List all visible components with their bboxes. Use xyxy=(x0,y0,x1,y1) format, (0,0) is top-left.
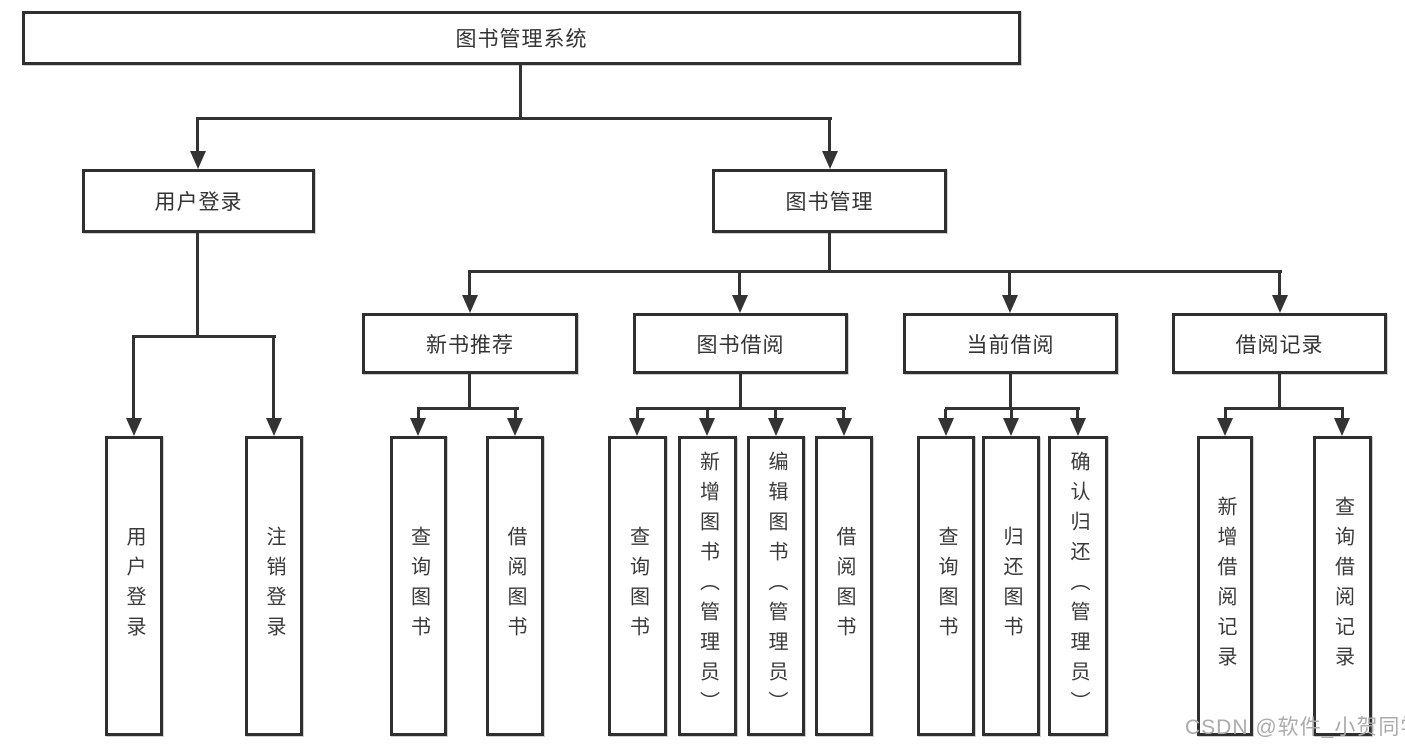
node-label: 查询借阅记录 xyxy=(1331,496,1354,676)
connector-level3-bar xyxy=(468,270,1282,273)
node-current-confirm-return-admin: 确认归还（管理员） xyxy=(1048,436,1108,736)
arrow-down-icon xyxy=(126,418,142,436)
node-user-login: 用户登录 xyxy=(82,169,315,233)
node-new-book-recommendation: 新书推荐 xyxy=(362,313,578,374)
arrow-down-icon xyxy=(1002,295,1018,313)
connector-stem xyxy=(468,272,471,296)
node-current-query-books: 查询图书 xyxy=(917,436,975,736)
node-borrow-edit-books-admin: 编辑图书（管理员） xyxy=(747,436,805,736)
csdn-watermark: CSDN @软件_小贺同学 xyxy=(1185,716,1405,739)
connector-stem xyxy=(774,409,777,419)
connector-stem xyxy=(1008,272,1011,296)
connector-trunk xyxy=(739,373,742,409)
arrow-down-icon xyxy=(1272,295,1288,313)
connector-stem xyxy=(1010,409,1013,419)
node-borrow-add-books-admin: 新增图书（管理员） xyxy=(678,436,737,736)
node-book-management: 图书管理 xyxy=(712,169,947,233)
arrow-down-icon xyxy=(629,418,645,436)
connector-stem xyxy=(636,409,639,419)
node-label: 用户登录 xyxy=(123,526,145,646)
arrow-down-icon xyxy=(836,418,852,436)
arrow-down-icon xyxy=(938,418,954,436)
node-current-return-books: 归还图书 xyxy=(982,436,1040,736)
connector-stem xyxy=(738,272,741,296)
node-label: 图书管理 xyxy=(785,191,874,214)
arrow-down-icon xyxy=(462,295,478,313)
connector-trunk xyxy=(468,373,471,409)
node-current-borrowing: 当前借阅 xyxy=(903,313,1118,374)
node-newbook-query-books: 查询图书 xyxy=(390,436,447,736)
node-label: 图书借阅 xyxy=(696,333,785,357)
arrow-down-icon xyxy=(1003,418,1019,436)
node-label: 编辑图书（管理员） xyxy=(765,451,787,721)
node-label: 新增借阅记录 xyxy=(1214,496,1236,676)
node-label: 新书推荐 xyxy=(426,333,514,357)
node-label: 查询图书 xyxy=(935,526,957,646)
node-label: 借阅图书 xyxy=(833,526,855,646)
node-label: 归还图书 xyxy=(1000,526,1022,646)
connector-stem xyxy=(1224,409,1227,419)
connector-stem xyxy=(514,409,517,419)
node-label: 确认归还（管理员） xyxy=(1067,451,1089,721)
node-label: 新增图书（管理员） xyxy=(696,451,719,721)
arrow-down-icon xyxy=(699,418,715,436)
node-book-borrowing: 图书借阅 xyxy=(633,313,848,374)
node-label: 用户登录 xyxy=(154,191,243,214)
node-borrow-borrow-books: 借阅图书 xyxy=(815,436,873,736)
node-label: 当前借阅 xyxy=(966,333,1055,357)
arrow-down-icon xyxy=(1217,418,1233,436)
node-logout-action: 注销登录 xyxy=(245,436,303,736)
connector-stem xyxy=(417,409,420,419)
node-user-login-action: 用户登录 xyxy=(105,436,163,736)
connector-bar xyxy=(945,407,1080,410)
connector-bookmgmt-trunk xyxy=(828,232,831,272)
arrow-down-icon xyxy=(822,151,838,169)
connector-stem xyxy=(1076,409,1079,419)
arrow-down-icon xyxy=(190,151,206,169)
connector-bar xyxy=(636,407,846,410)
node-label: 查询图书 xyxy=(626,526,649,646)
arrow-down-icon xyxy=(1334,418,1350,436)
node-records-add-record: 新增借阅记录 xyxy=(1197,436,1253,736)
connector-trunk xyxy=(1009,373,1012,409)
arrow-down-icon xyxy=(768,418,784,436)
node-records-query-record: 查询借阅记录 xyxy=(1313,436,1372,736)
connector-root-trunk xyxy=(519,64,522,118)
connector-stem xyxy=(132,337,135,419)
connector-stem xyxy=(944,409,947,419)
node-borrowing-records: 借阅记录 xyxy=(1172,313,1387,374)
node-label: 注销登录 xyxy=(263,526,285,646)
arrow-down-icon xyxy=(732,295,748,313)
node-borrow-query-books: 查询图书 xyxy=(608,436,667,736)
node-root-library-system: 图书管理系统 xyxy=(22,11,1021,65)
connector-stem xyxy=(196,119,199,152)
connector-stem xyxy=(828,119,831,152)
arrow-down-icon xyxy=(410,418,426,436)
node-label: 图书管理系统 xyxy=(455,28,588,51)
connector-stem xyxy=(272,337,275,419)
connector-bar xyxy=(1224,407,1344,410)
arrow-down-icon xyxy=(507,418,523,436)
connector-login-bar xyxy=(132,335,276,338)
node-newbook-borrow-books: 借阅图书 xyxy=(486,436,544,736)
arrow-down-icon xyxy=(1070,418,1086,436)
connector-stem xyxy=(1278,272,1281,296)
connector-stem xyxy=(1341,409,1344,419)
connector-trunk xyxy=(1278,373,1281,409)
connector-level2-bar xyxy=(196,117,832,120)
node-label: 借阅图书 xyxy=(504,526,526,646)
connector-bar xyxy=(417,407,519,410)
node-label: 借阅记录 xyxy=(1235,333,1324,357)
connector-stem xyxy=(842,409,845,419)
connector-login-trunk xyxy=(196,232,199,336)
connector-stem xyxy=(706,409,709,419)
arrow-down-icon xyxy=(266,418,282,436)
node-label: 查询图书 xyxy=(407,526,430,646)
